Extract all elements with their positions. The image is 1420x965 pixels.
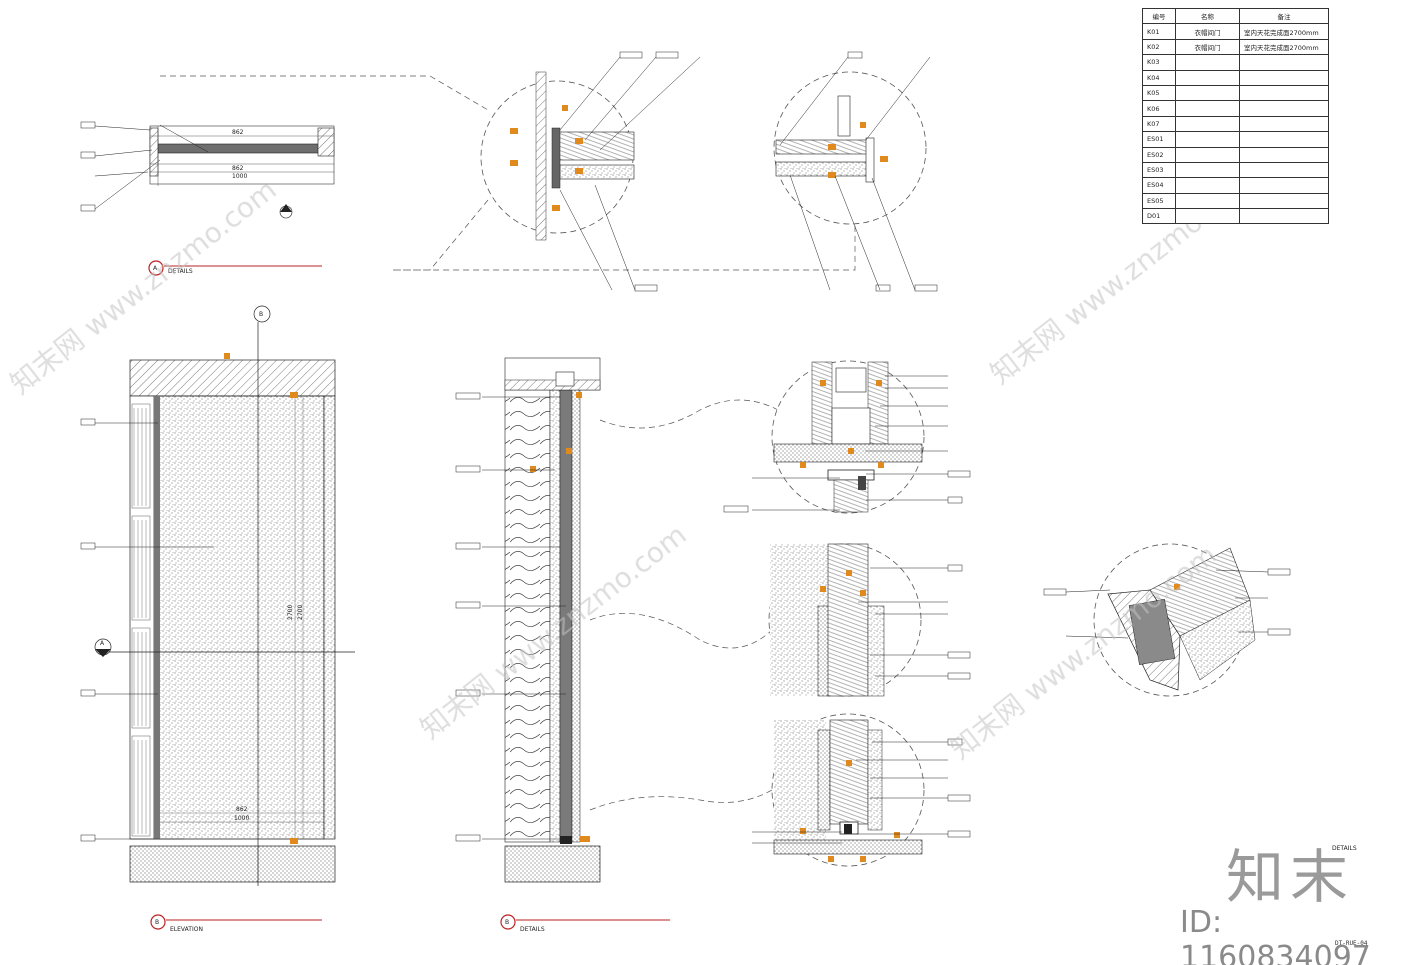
schedule-name — [1175, 161, 1240, 179]
table-row: ES03 — [1142, 161, 1329, 179]
schedule-name — [1175, 69, 1240, 86]
table-row: K03 — [1142, 54, 1329, 71]
schedule-code: K01 — [1142, 23, 1176, 40]
plan-detail: 862 862 1000 — [80, 121, 335, 219]
elev-height-b: 2700 — [297, 605, 304, 620]
elev-height-a: 2700 — [287, 605, 294, 620]
section-title-label: DETAILS — [520, 926, 545, 933]
detail-bubble-mid — [768, 543, 971, 697]
elev-side-marker: A — [100, 640, 105, 647]
schedule-note — [1239, 115, 1329, 133]
schedule-name — [1175, 146, 1240, 163]
schedule-header-code: 编号 — [1142, 7, 1176, 25]
plan-dim-mid: 862 — [232, 165, 244, 172]
brand-logo: 知末 — [1226, 843, 1355, 911]
schedule-name — [1175, 131, 1240, 148]
detail-bubble-corner — [1043, 543, 1291, 697]
schedule-note — [1239, 177, 1329, 194]
schedule-note — [1239, 146, 1329, 163]
section-title-block: B DETAILS — [500, 914, 670, 933]
table-row: D01 — [1142, 208, 1329, 225]
table-row: K07 — [1142, 115, 1329, 133]
schedule-name — [1175, 115, 1240, 133]
schedule-note — [1239, 131, 1329, 148]
schedule-name — [1175, 100, 1240, 117]
section-title-mark: B — [505, 919, 509, 926]
plan-title-block: A DETAILS — [148, 260, 322, 276]
schedule-note — [1239, 208, 1329, 225]
plan-title-label: DETAILS — [168, 268, 193, 275]
schedule-code: ES05 — [1142, 192, 1176, 210]
schedule-code: K03 — [1142, 54, 1176, 71]
schedule-code: K02 — [1142, 38, 1176, 56]
table-row: ES02 — [1142, 146, 1329, 163]
elevation-title-mark: B — [155, 919, 159, 926]
door-section — [455, 357, 779, 883]
schedule-header-name: 名称 — [1175, 7, 1240, 25]
detail-bubble-head — [723, 360, 971, 514]
schedule-name: 衣帽间门 — [1175, 23, 1240, 40]
sheet-number: DT-RUE-04 — [1335, 940, 1368, 947]
schedule-note — [1239, 192, 1329, 210]
detail-bubble-foot — [752, 713, 971, 867]
table-row: K04 — [1142, 69, 1329, 86]
plan-title-mark: A — [153, 265, 158, 272]
schedule-name — [1175, 54, 1240, 71]
table-row: ES05 — [1142, 192, 1329, 210]
schedule-code: ES01 — [1142, 131, 1176, 148]
detail-bubble-2 — [773, 51, 938, 292]
schedule-header-note: 备注 — [1239, 7, 1329, 25]
schedule-code: K05 — [1142, 84, 1176, 102]
table-row: ES04 — [1142, 177, 1329, 194]
schedule-code: ES04 — [1142, 177, 1176, 194]
brand-id-text: ID: 1160834097 — [1180, 905, 1371, 965]
table-row: ES01 — [1142, 131, 1329, 148]
schedule-note: 室内天花完成面2700mm — [1239, 23, 1329, 40]
schedule-note — [1239, 69, 1329, 86]
table-row: K05 — [1142, 84, 1329, 102]
schedule-note — [1239, 84, 1329, 102]
elev-top-marker: B — [259, 311, 263, 318]
schedule-name — [1175, 208, 1240, 225]
schedule-header-row: 编号 名称 备注 — [1142, 7, 1329, 25]
schedule-code: K06 — [1142, 100, 1176, 117]
detail-note-label: DETAILS — [1332, 845, 1357, 852]
schedule-name — [1175, 84, 1240, 102]
schedule-note — [1239, 54, 1329, 71]
schedule-note: 室内天花完成面2700mm — [1239, 38, 1329, 56]
schedule-code: K07 — [1142, 115, 1176, 133]
schedule-code: ES03 — [1142, 161, 1176, 179]
schedule-name — [1175, 192, 1240, 210]
plan-dim-top: 862 — [232, 129, 244, 136]
schedule-note — [1239, 161, 1329, 179]
detail-bubble-1 — [480, 51, 701, 292]
schedule-code: D01 — [1142, 208, 1176, 225]
schedule-name: 衣帽间门 — [1175, 38, 1240, 56]
schedule-note — [1239, 100, 1329, 117]
plan-dim-bottom: 1000 — [232, 173, 247, 180]
door-elevation: 862 1000 2700 2700 B A — [80, 305, 355, 886]
schedule-name — [1175, 177, 1240, 194]
elev-dim-a: 862 — [236, 806, 248, 813]
table-row: K06 — [1142, 100, 1329, 117]
schedule-code: ES02 — [1142, 146, 1176, 163]
elevation-title-label: ELEVATION — [170, 926, 203, 933]
elev-dim-b: 1000 — [234, 815, 249, 822]
elevation-title-block: B ELEVATION — [150, 914, 322, 933]
schedule-code: K04 — [1142, 69, 1176, 86]
